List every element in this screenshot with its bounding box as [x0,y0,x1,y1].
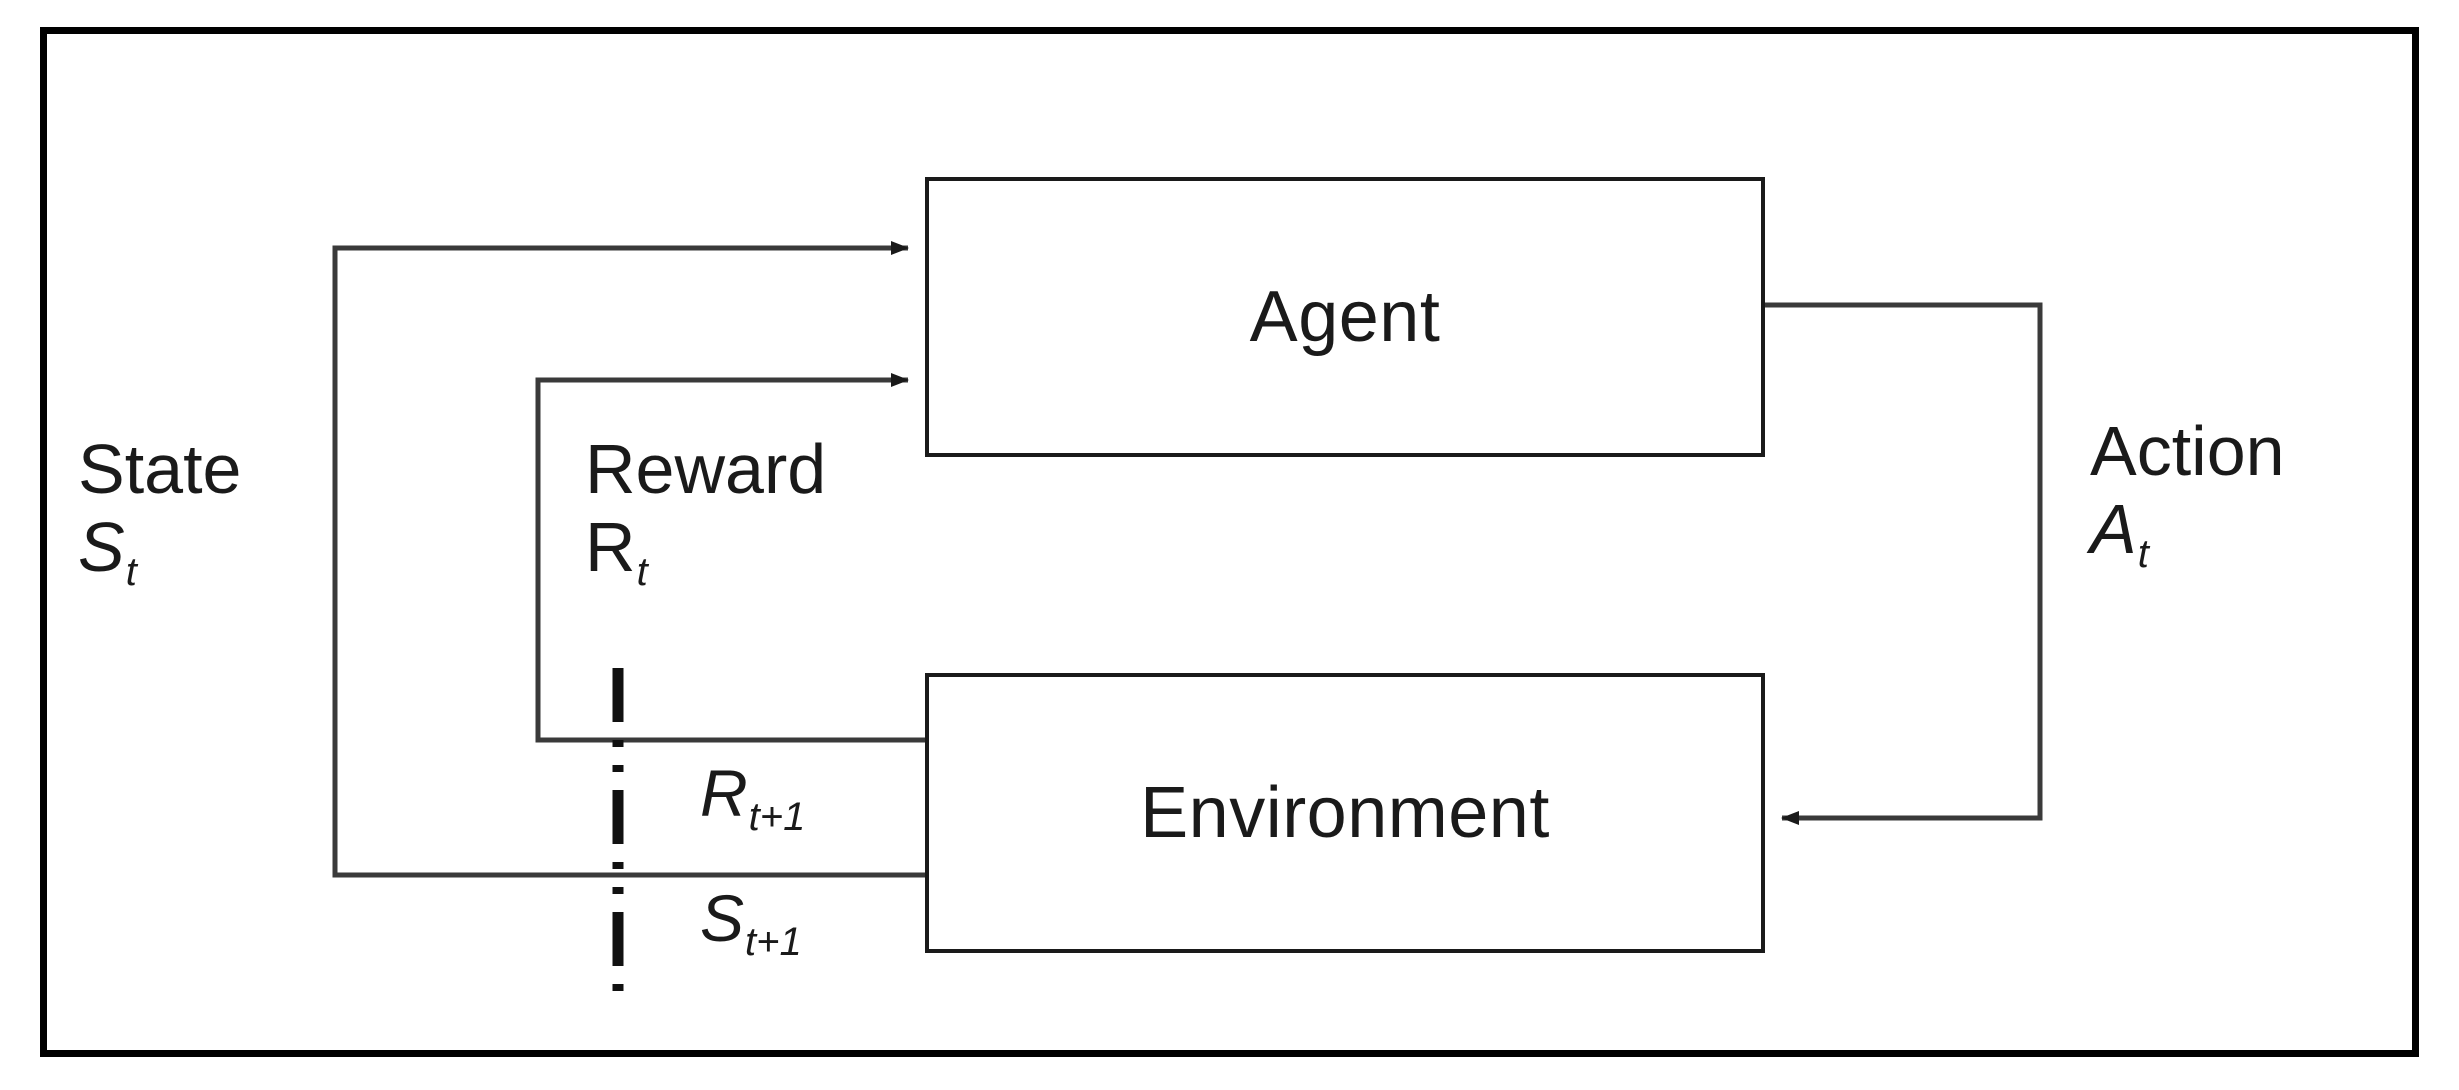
label-reward-symbol: Rt [585,508,826,594]
label-action-symbol: At [2090,490,2285,576]
label-state: State St [78,430,242,594]
label-action: Action At [2090,412,2285,576]
label-state-subscript: t [125,550,137,595]
label-next-state-symbol: S [700,881,745,955]
node-agent-label: Agent [1249,277,1441,357]
label-next-reward-symbol: R [700,756,748,830]
label-state-symbol: St [78,508,241,594]
label-reward-name: Reward [585,430,827,508]
label-action-name: Action [2090,412,2285,490]
label-action-symbol-letter: A [2090,490,2137,569]
node-environment-label: Environment [1140,773,1550,853]
label-next-state-subscript: t+1 [745,920,802,964]
label-state-name: State [78,430,242,508]
node-environment[interactable]: Environment [925,673,1765,953]
label-reward: Reward Rt [585,430,827,594]
label-reward-symbol-letter: R [585,508,636,587]
label-next-reward-subscript: t+1 [748,795,806,839]
label-next-state: St+1 [700,885,802,962]
node-agent[interactable]: Agent [925,177,1765,457]
label-action-subscript: t [2137,532,2149,577]
label-reward-subscript: t [636,550,648,595]
label-state-symbol-letter: S [78,508,125,587]
label-next-reward: Rt+1 [700,760,805,837]
